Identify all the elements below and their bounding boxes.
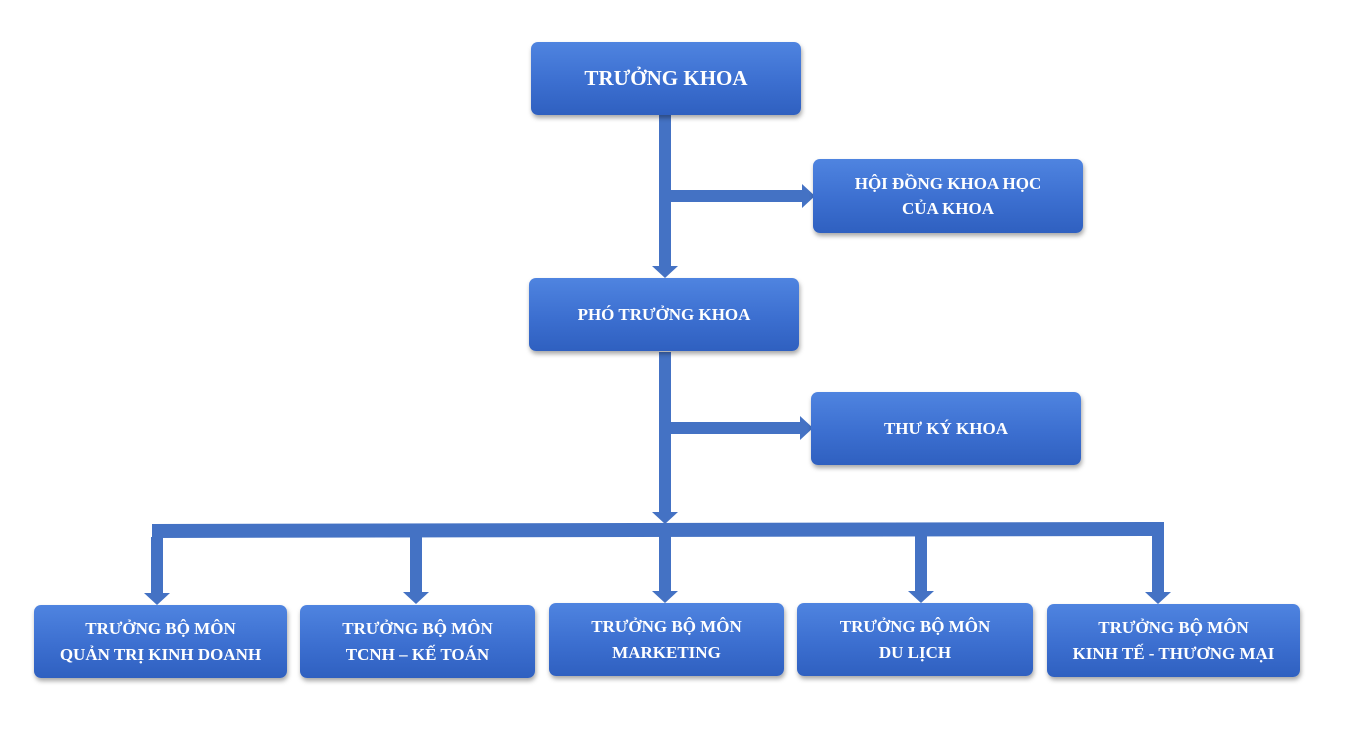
department-box-tourism: TRƯỞNG BỘ MÔN DU LỊCH (797, 603, 1033, 676)
vice-dean-label: PHÓ TRƯỞNG KHOA (577, 304, 751, 324)
department-box-business-admin: TRƯỞNG BỘ MÔN QUẢN TRỊ KINH DOANH (34, 605, 287, 678)
trunk-connector-lower (659, 352, 671, 512)
branch-to-council (671, 190, 802, 202)
arrow-dept-4 (908, 591, 934, 603)
arrow-dept-5 (1145, 592, 1171, 604)
arrow-dept-2 (403, 592, 429, 604)
drop-dept-4 (915, 535, 927, 591)
department-box-marketing: TRƯỞNG BỘ MÔN MARKETING (549, 603, 784, 676)
science-council-label-line-1: HỘI ĐỒNG KHOA HỌC (854, 173, 1042, 193)
faculty-secretary-box: THƯ KÝ KHOA (811, 392, 1081, 465)
department-label-line-2: DU LỊCH (878, 642, 952, 662)
vice-dean-box: PHÓ TRƯỞNG KHOA (529, 278, 799, 351)
drop-dept-2 (410, 536, 422, 592)
department-box-finance-accounting: TRƯỞNG BỘ MÔN TCNH – KẾ TOÁN (300, 605, 535, 678)
science-council-label-line-2: CỦA KHOA (901, 199, 995, 218)
arrow-to-vice-dean (652, 266, 678, 278)
department-label-line-1: TRƯỞNG BỘ MÔN (342, 619, 493, 638)
branch-to-secretary (671, 422, 800, 434)
department-label-line-2: QUẢN TRỊ KINH DOANH (59, 644, 262, 664)
department-bus (152, 522, 1164, 538)
department-label-line-1: TRƯỞNG BỘ MÔN (1098, 618, 1249, 637)
dean-box: TRƯỞNG KHOA (531, 42, 801, 115)
arrow-to-secretary (800, 416, 813, 440)
faculty-secretary-label: THƯ KÝ KHOA (883, 418, 1009, 438)
drop-dept-1 (151, 537, 163, 593)
dean-label: TRƯỞNG KHOA (584, 65, 748, 90)
arrow-dept-1 (144, 593, 170, 605)
drop-dept-5 (1152, 535, 1164, 592)
arrow-dept-3 (652, 591, 678, 603)
trunk-connector (659, 115, 671, 266)
department-label-line-1: TRƯỞNG BỘ MÔN (591, 617, 742, 636)
department-label-line-2: KINH TẾ - THƯƠNG MẠI (1072, 643, 1275, 663)
science-council-box: HỘI ĐỒNG KHOA HỌC CỦA KHOA (813, 159, 1083, 233)
arrow-to-bus (652, 512, 678, 524)
department-label-line-2: TCNH – KẾ TOÁN (345, 644, 490, 664)
department-box-economics-commerce: TRƯỞNG BỘ MÔN KINH TẾ - THƯƠNG MẠI (1047, 604, 1300, 677)
department-label-line-2: MARKETING (612, 642, 721, 662)
arrow-to-council (802, 184, 815, 208)
department-label-line-1: TRƯỞNG BỘ MÔN (85, 619, 236, 638)
drop-dept-3 (659, 535, 671, 591)
department-label-line-1: TRƯỞNG BỘ MÔN (839, 617, 991, 636)
